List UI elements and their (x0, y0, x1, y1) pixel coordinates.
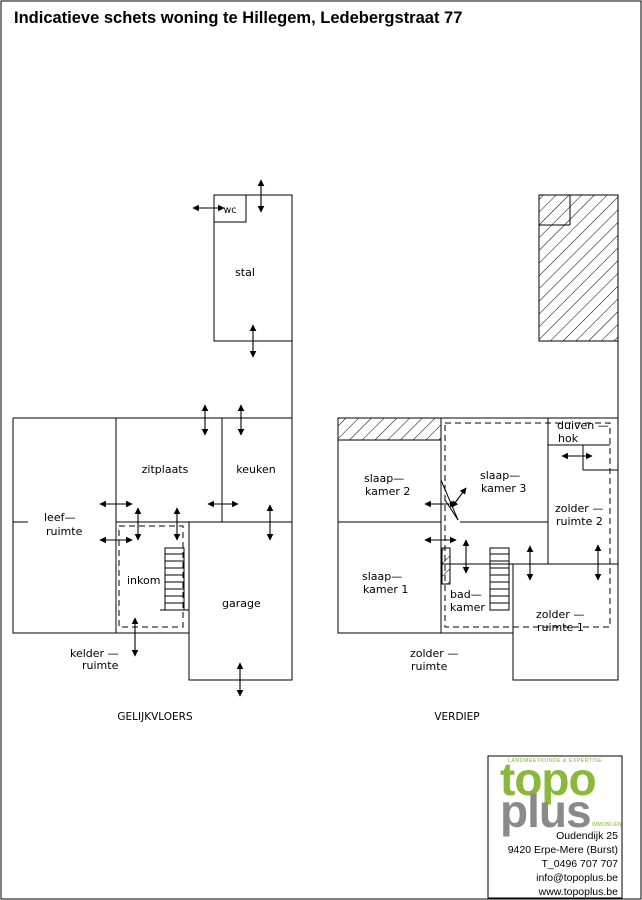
stal-roof-hatched (538, 194, 619, 342)
label-duivenhok-2: hok (558, 432, 579, 445)
company-tagline: LANDMEETKUNDE & EXPERTISE (508, 758, 603, 764)
ground-stairs (164, 547, 185, 611)
kelder-dashed-outline (118, 525, 184, 628)
label-leefruimte-2: ruimte (46, 525, 83, 538)
upper-floor-plan (337, 194, 619, 681)
ground-floor-plan (12, 194, 293, 681)
company-website[interactable]: www.topoplus.be (538, 886, 618, 898)
company-phone: T_0496 707 707 (541, 858, 618, 870)
label-zitplaats: zitplaats (142, 463, 189, 476)
page-title: Indicatieve schets woning te Hillegem, L… (14, 9, 463, 27)
label-slaapkamer2-1: slaap— (364, 472, 404, 485)
label-zolderruimte-1: zolder — (410, 647, 458, 660)
label-wc: wc (224, 205, 237, 216)
label-inkom: inkom (127, 574, 160, 587)
label-stal: stal (235, 266, 255, 279)
caption-verdiep: VERDIEP (434, 711, 479, 723)
label-zolderruimte2-2: ruimte 2 (556, 515, 603, 528)
label-garage: garage (222, 597, 261, 610)
label-badkamer-1: bad— (450, 588, 482, 601)
logo-plus: plus (500, 785, 592, 837)
label-duivenhok-1: duiven — (557, 419, 609, 432)
company-email[interactable]: info@topoplus.be (536, 872, 618, 884)
upper-floor-arrows (424, 452, 602, 581)
label-zolderruimte1-1: zolder — (536, 608, 584, 621)
label-zolderruimte1-2: ruimte 1 (537, 621, 584, 634)
label-slaapkamer1-1: slaap— (362, 570, 402, 583)
label-zolderruimte-2: ruimte (411, 660, 448, 673)
hatched-strip (337, 417, 442, 441)
caption-gelijkvloers: GELIJKVLOERS (117, 711, 193, 723)
ground-floor-labels: wc stal zitplaats keuken leef— ruimte in… (44, 205, 276, 723)
upper-floor-labels: slaap— kamer 2 slaap— kamer 3 duiven — h… (362, 419, 609, 723)
company-box (487, 755, 623, 899)
logo-subtitle: IMMOBILIËN (592, 822, 622, 828)
label-badkamer-2: kamer (450, 601, 485, 614)
label-slaapkamer2-2: kamer 2 (365, 485, 410, 498)
label-kelderruimte-2: ruimte (82, 659, 119, 672)
label-zolderruimte2-1: zolder — (555, 502, 603, 515)
label-kelderruimte-1: kelder — (70, 647, 119, 660)
label-slaapkamer3-1: slaap— (480, 469, 520, 482)
label-keuken: keuken (236, 463, 275, 476)
company-city: 9420 Erpe-Mere (Burst) (507, 844, 618, 856)
logo-topo: topo (500, 753, 597, 805)
ground-floor-outline (12, 417, 293, 681)
upper-floor-outline (337, 417, 619, 681)
ground-floor-arrows (99, 179, 274, 697)
label-slaapkamer3-2: kamer 3 (481, 482, 526, 495)
upper-stairs (489, 547, 510, 611)
label-slaapkamer1-2: kamer 1 (363, 583, 408, 596)
label-leefruimte-1: leef— (44, 511, 75, 524)
company-address: Oudendijk 25 (556, 830, 618, 842)
